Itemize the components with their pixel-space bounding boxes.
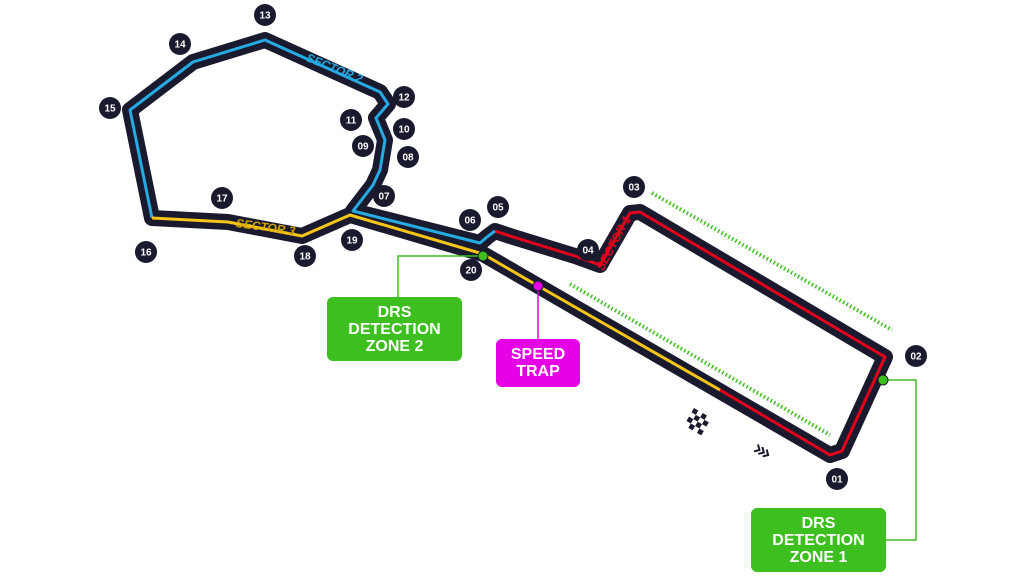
turn-marker-circle <box>211 187 233 209</box>
turn-number: 14 <box>174 40 186 51</box>
turn-marker-04: 04 <box>577 239 599 261</box>
turn-marker-circle <box>826 468 848 490</box>
speed-trap-box: SPEED TRAP <box>496 339 580 387</box>
turn-marker-circle <box>459 209 481 231</box>
drs-zone-line-1 <box>651 191 893 332</box>
sector-1-label: SECTOR 1 <box>593 213 634 273</box>
turn-marker-circle <box>577 239 599 261</box>
turn-marker-circle <box>135 241 157 263</box>
turn-marker-17: 17 <box>211 187 233 209</box>
turn-number: 05 <box>492 203 504 214</box>
turn-marker-06: 06 <box>459 209 481 231</box>
turn-marker-circle <box>294 245 316 267</box>
turn-marker-circle <box>623 176 645 198</box>
turn-marker-circle <box>341 229 363 251</box>
turn-marker-10: 10 <box>393 118 415 140</box>
turn-number: 13 <box>259 11 271 22</box>
turn-marker-16: 16 <box>135 241 157 263</box>
drs-zone-1-connector <box>883 379 917 541</box>
turn-number: 01 <box>831 475 843 486</box>
turn-number: 06 <box>464 216 476 227</box>
turn-number: 20 <box>465 266 477 277</box>
drs-zone-1-line-3: ZONE 1 <box>789 548 848 566</box>
turn-marker-15: 15 <box>99 97 121 119</box>
drs-zone-1-line-2: DETECTION <box>772 531 865 549</box>
turn-marker-circle <box>169 33 191 55</box>
sector-1-line <box>494 210 887 457</box>
turn-marker-14: 14 <box>169 33 191 55</box>
drs-detection-zone-1-box: DRS DETECTION ZONE 1 <box>751 508 886 572</box>
turn-number: 18 <box>299 252 311 263</box>
drs-zone-1-line-1: DRS <box>801 514 836 532</box>
turn-marker-18: 18 <box>294 245 316 267</box>
track-outline <box>122 32 893 463</box>
turn-number: 11 <box>346 116 357 127</box>
turn-marker-03: 03 <box>623 176 645 198</box>
speed-trap-line-1: SPEED <box>510 346 566 363</box>
drs-zone-2-line-2: DETECTION <box>348 320 441 338</box>
turn-number: 15 <box>104 104 116 115</box>
turn-marker-circle <box>99 97 121 119</box>
speed-trap-line-2: TRAP <box>516 363 560 380</box>
turn-number: 03 <box>628 183 640 194</box>
turn-marker-circle <box>487 196 509 218</box>
turn-marker-07: 07 <box>373 185 395 207</box>
turn-marker-circle <box>352 135 374 157</box>
turn-number: 12 <box>398 93 410 104</box>
turn-markers: 01 02 03 04 05 06 07 08 09 10 11 12 13 14 15 16 17 18 19 20 <box>99 4 927 490</box>
turn-marker-08: 08 <box>397 146 419 168</box>
turn-number: 07 <box>378 192 390 203</box>
turn-marker-12: 12 <box>393 86 415 108</box>
turn-marker-19: 19 <box>341 229 363 251</box>
turn-marker-09: 09 <box>352 135 374 157</box>
turn-number: 16 <box>140 248 152 259</box>
turn-number: 04 <box>582 246 594 257</box>
turn-marker-circle <box>397 146 419 168</box>
turn-marker-02: 02 <box>905 345 927 367</box>
turn-number: 08 <box>402 153 414 164</box>
turn-marker-01: 01 <box>826 468 848 490</box>
drs-zone-2-line-1: DRS <box>377 303 412 321</box>
turn-number: 10 <box>398 125 410 136</box>
turn-marker-circle <box>905 345 927 367</box>
drs-zone-2-line-3: ZONE 2 <box>365 337 424 355</box>
drs-zone-2-connector <box>397 255 483 297</box>
turn-marker-05: 05 <box>487 196 509 218</box>
drs-detection-zone-2-box: DRS DETECTION ZONE 2 <box>327 297 462 361</box>
turn-marker-circle <box>393 118 415 140</box>
turn-number: 02 <box>910 352 922 363</box>
turn-marker-circle <box>254 4 276 26</box>
turn-marker-13: 13 <box>254 4 276 26</box>
turn-marker-11: 11 <box>340 109 362 131</box>
direction-chevrons-icon <box>753 444 770 458</box>
chequered-flag-icon <box>686 408 709 436</box>
turn-number: 17 <box>216 194 228 205</box>
turn-marker-circle <box>373 185 395 207</box>
speed-trap-marker <box>532 280 544 292</box>
drs-zone-1-marker <box>877 374 889 386</box>
drs-zone-2-marker <box>477 250 489 262</box>
turn-number: 19 <box>346 236 358 247</box>
turn-marker-circle <box>340 109 362 131</box>
turn-marker-20: 20 <box>460 259 482 281</box>
turn-number: 09 <box>357 142 369 153</box>
turn-marker-circle <box>460 259 482 281</box>
sector-2-line <box>128 38 496 245</box>
turn-marker-circle <box>393 86 415 108</box>
